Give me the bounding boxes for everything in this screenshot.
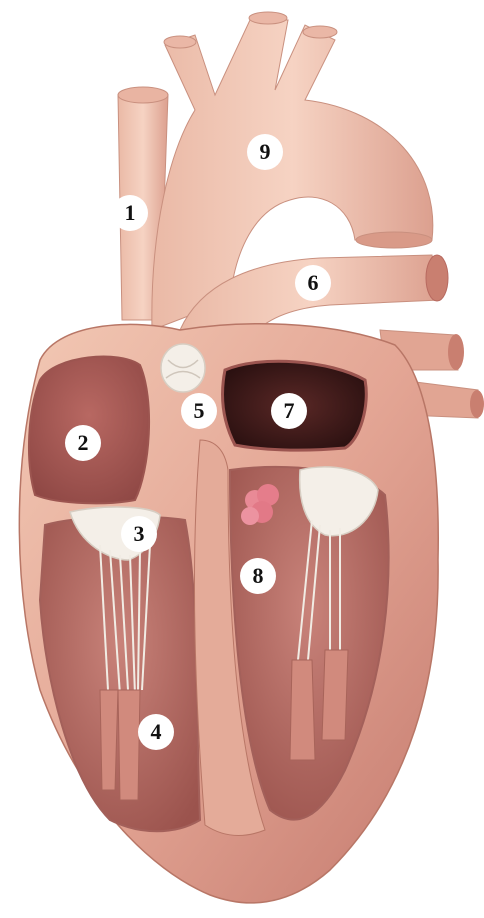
- label-marker-7: 7: [271, 393, 307, 429]
- label-marker-3: 3: [121, 516, 157, 552]
- papillary-muscles-right: [100, 690, 140, 800]
- label-marker-1: 1: [112, 195, 148, 231]
- label-marker-4: 4: [138, 714, 174, 750]
- label-marker-2: 2: [65, 425, 101, 461]
- label-marker-8: 8: [240, 558, 276, 594]
- label-marker-9: 9: [247, 134, 283, 170]
- label-marker-6: 6: [295, 265, 331, 301]
- pulmonary-valve: [161, 344, 205, 392]
- label-marker-5: 5: [181, 393, 217, 429]
